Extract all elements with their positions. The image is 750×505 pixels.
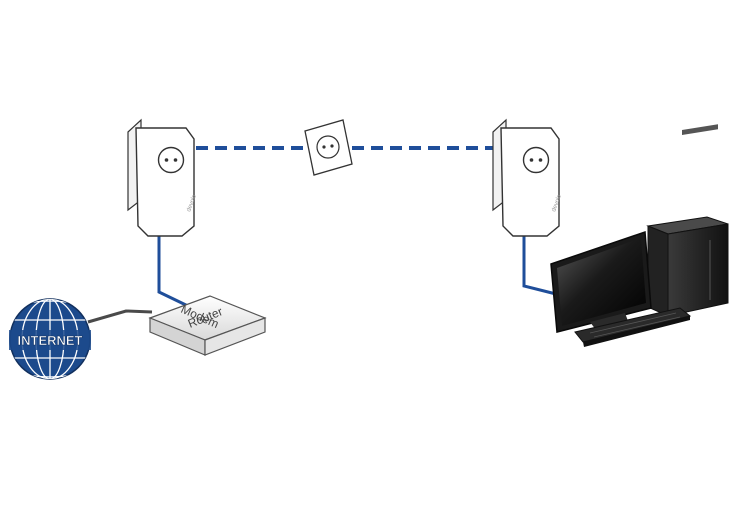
cable-adapter-to-router	[157, 236, 189, 308]
adapter-brand-left: devolo	[186, 193, 198, 212]
powerline-adapter-left: devolo	[127, 118, 198, 237]
keyboard	[574, 307, 692, 347]
internet-globe: INTERNET	[9, 298, 91, 380]
adapter-brand-right: devolo	[551, 193, 563, 212]
computer-monitor	[550, 230, 652, 333]
cable-adapter-to-computer	[522, 236, 557, 296]
globe-label: INTERNET	[18, 333, 83, 348]
modem-router: Modem Router	[148, 295, 267, 356]
cable-globe-to-router	[87, 309, 153, 324]
computer-tower	[646, 124, 729, 317]
wall-socket	[304, 119, 353, 176]
powerline-adapter-right: devolo	[492, 118, 563, 237]
